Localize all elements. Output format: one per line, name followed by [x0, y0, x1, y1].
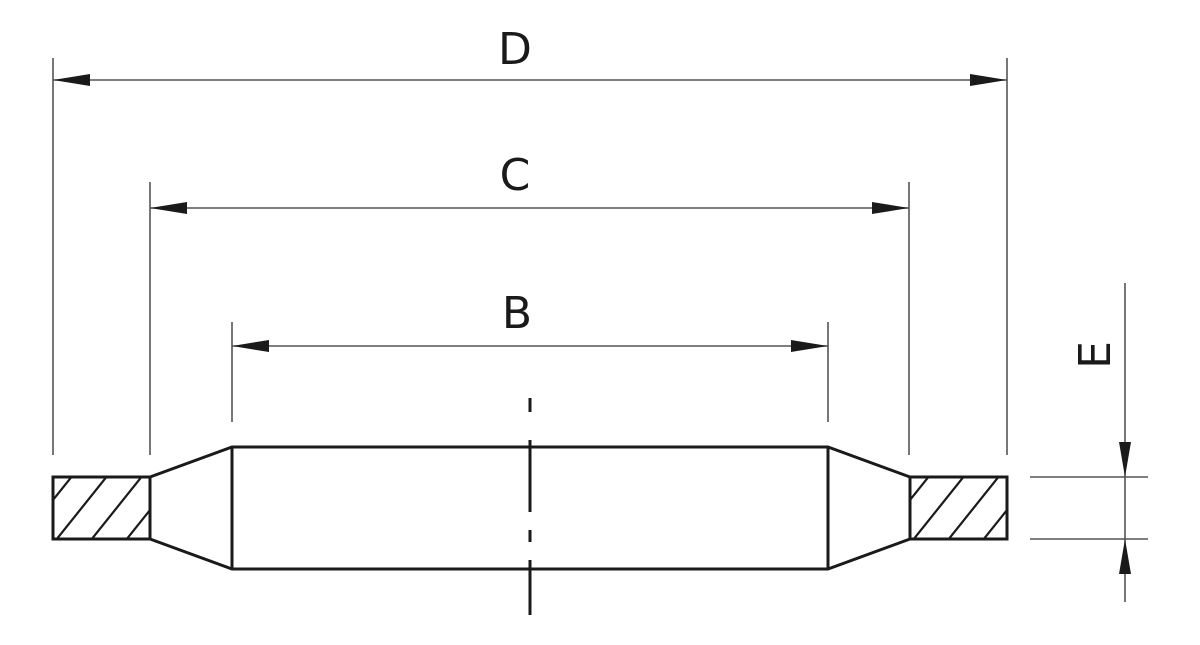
arrowhead-left	[150, 202, 187, 214]
dimension-label-b: B	[502, 288, 532, 339]
arrowhead-right	[872, 202, 909, 214]
hatching-left	[53, 477, 150, 539]
dimension-label-c: C	[500, 150, 531, 201]
arrowhead-left	[53, 74, 90, 86]
left-section	[51, 475, 152, 541]
hatching-right	[910, 477, 1007, 539]
extension-lines	[52, 58, 1148, 540]
dimension-d: D	[53, 24, 1007, 86]
dimension-label-d: D	[498, 24, 532, 75]
right-section	[908, 475, 1009, 541]
dimension-label-e: E	[1070, 341, 1121, 369]
arrowhead-up	[1119, 539, 1131, 574]
dimension-b: B	[232, 288, 828, 352]
arrowhead-right	[791, 340, 828, 352]
dimension-e: E	[1070, 283, 1131, 602]
arrowhead-down	[1119, 442, 1131, 477]
dimension-c: C	[150, 150, 909, 214]
arrowhead-left	[232, 340, 269, 352]
arrowhead-right	[970, 74, 1007, 86]
